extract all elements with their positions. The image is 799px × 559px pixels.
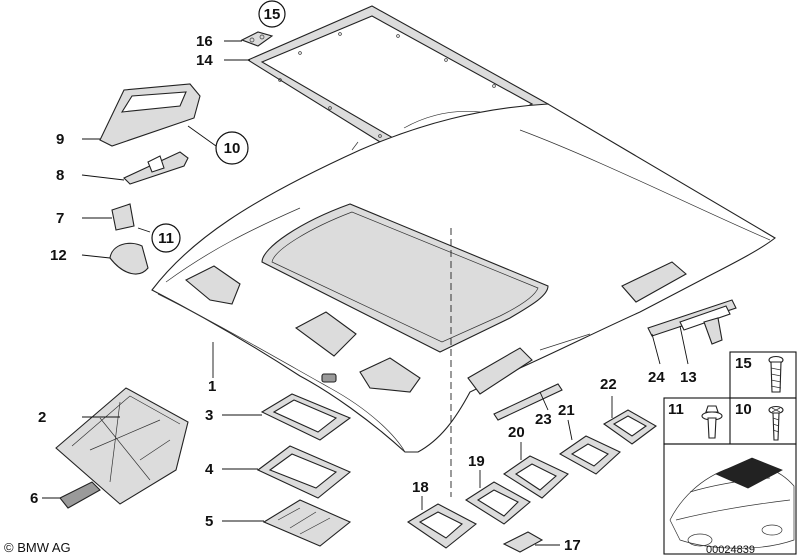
headliner-part-1[interactable] <box>151 103 776 453</box>
leader-lines <box>42 40 689 546</box>
callout-circle-15 <box>258 0 286 28</box>
frame-part-18[interactable] <box>406 503 477 549</box>
grab-handle-part-9[interactable] <box>99 83 201 147</box>
label-5: 5 <box>205 513 213 530</box>
strap-part-23[interactable] <box>493 383 563 421</box>
label-16: 16 <box>196 33 213 50</box>
legend-label-10: 10 <box>735 401 752 418</box>
label-19: 19 <box>468 453 485 470</box>
fastener-legend: 15 11 10 <box>663 351 797 555</box>
diagram-number: 00024839 <box>706 544 755 556</box>
label-13: 13 <box>680 369 697 386</box>
legend-label-11: 11 <box>668 401 684 418</box>
bracket-part-8[interactable] <box>123 151 189 185</box>
label-4: 4 <box>205 461 214 478</box>
cover-cap-part-7[interactable] <box>111 203 135 231</box>
label-17: 17 <box>564 537 581 554</box>
label-2: 2 <box>38 409 46 426</box>
clip-part-16[interactable] <box>240 31 274 47</box>
label-15: 15 <box>264 6 281 23</box>
clip-pin-icon <box>701 405 723 439</box>
screw-icon <box>768 405 784 441</box>
label-12: 12 <box>50 247 67 264</box>
legend-label-15: 15 <box>735 355 752 372</box>
label-1: 1 <box>208 378 216 395</box>
label-21: 21 <box>558 402 575 419</box>
part-number-labels: 15 16 14 9 10 8 7 11 12 1 2 3 4 5 6 24 1… <box>30 6 697 554</box>
label-23: 23 <box>535 411 552 428</box>
frame-part-21[interactable] <box>558 435 621 475</box>
light-housing-part-2[interactable] <box>55 387 189 505</box>
frame-part-22[interactable] <box>602 409 657 445</box>
light-part-19[interactable] <box>464 481 531 525</box>
frame-part-3[interactable] <box>260 393 352 441</box>
label-11: 11 <box>158 230 174 247</box>
plate-part-12[interactable] <box>109 242 149 275</box>
label-20: 20 <box>508 424 525 441</box>
lens-part-17[interactable] <box>502 531 544 553</box>
label-3: 3 <box>205 407 213 424</box>
label-14: 14 <box>196 52 213 69</box>
rail-part-13[interactable] <box>647 299 737 345</box>
frame-part-4[interactable] <box>256 445 352 499</box>
label-6: 6 <box>30 490 38 507</box>
lens-part-6[interactable] <box>59 481 101 509</box>
callout-circle-10 <box>215 131 249 165</box>
rivet-icon <box>768 355 784 393</box>
label-9: 9 <box>56 131 64 148</box>
label-22: 22 <box>600 376 617 393</box>
copyright-text: © BMW AG <box>4 540 71 555</box>
label-10: 10 <box>224 140 241 157</box>
label-18: 18 <box>412 479 429 496</box>
label-24: 24 <box>648 369 665 386</box>
light-part-20[interactable] <box>503 455 569 499</box>
callout-circle-11 <box>151 223 181 253</box>
cover-part-5[interactable] <box>262 499 352 547</box>
label-8: 8 <box>56 167 64 184</box>
car-locator-icon <box>669 457 795 549</box>
label-7: 7 <box>56 210 64 227</box>
